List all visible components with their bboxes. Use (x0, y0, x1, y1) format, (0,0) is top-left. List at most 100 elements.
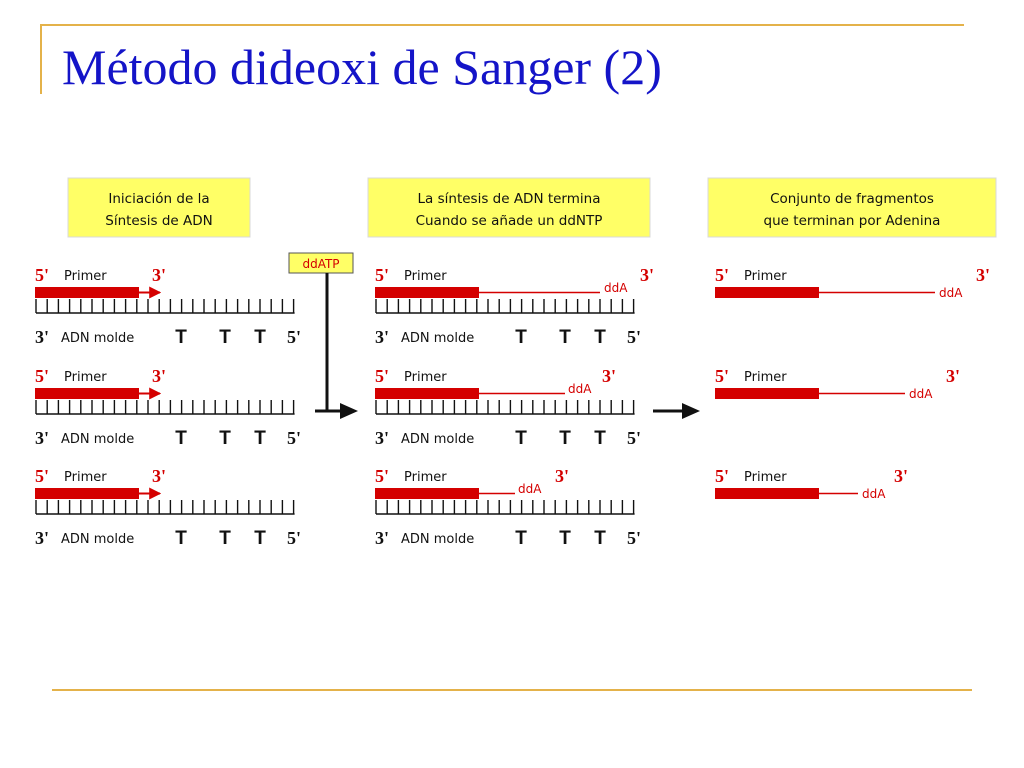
template-five-prime: 5' (627, 327, 641, 347)
primer-strand (375, 488, 479, 499)
template-three-prime: 3' (35, 327, 49, 347)
primer-label: Primer (744, 370, 787, 385)
primer-five-prime: 5' (375, 366, 389, 386)
ddatp-label: ddATP (302, 257, 339, 271)
primer-label: Primer (404, 370, 447, 385)
dda-label: ddA (909, 387, 933, 401)
template-three-prime: 3' (375, 327, 389, 347)
primer-five-prime: 5' (35, 366, 49, 386)
primer-three-prime: 3' (152, 466, 166, 486)
primer-label: Primer (64, 269, 107, 284)
primer-three-prime: 3' (976, 265, 990, 285)
primer-label: Primer (744, 470, 787, 485)
primer-five-prime: 5' (35, 466, 49, 486)
primer-strand (35, 287, 139, 298)
template-base-t: T (515, 327, 527, 348)
header-termination-line1: La síntesis de ADN termina (418, 191, 601, 207)
template-base-t: T (219, 327, 231, 348)
primer-strand (715, 287, 819, 298)
primer-three-prime: 3' (152, 265, 166, 285)
primer-three-prime: 3' (946, 366, 960, 386)
primer-three-prime: 3' (640, 265, 654, 285)
primer-three-prime: 3' (555, 466, 569, 486)
ddatp-arrow (315, 273, 358, 419)
header-initiation-line1: Iniciación de la (108, 191, 209, 207)
template-label: ADN molde (401, 331, 474, 346)
header-fragments-line1: Conjunto de fragmentos (770, 191, 934, 207)
header-initiation-line2: Síntesis de ADN (105, 213, 212, 229)
template-base-t: T (219, 528, 231, 549)
termination-row: 5' Primer 3' ddA 3' ADN molde T T T 5' (375, 366, 641, 449)
initiation-row: 5' Primer 3' 3' ADN molde T T T 5' (35, 466, 301, 549)
primer-strand (35, 488, 139, 499)
template-label: ADN molde (61, 331, 134, 346)
template-three-prime: 3' (35, 428, 49, 448)
dda-label: ddA (518, 482, 542, 496)
template-base-t: T (559, 428, 571, 449)
template-base-t: T (559, 528, 571, 549)
template-label: ADN molde (61, 432, 134, 447)
template-label: ADN molde (61, 532, 134, 547)
primer-three-prime: 3' (152, 366, 166, 386)
template-base-t: T (254, 528, 266, 549)
template-base-t: T (175, 428, 187, 449)
template-base-t: T (175, 528, 187, 549)
template-base-t: T (515, 528, 527, 549)
template-base-t: T (219, 428, 231, 449)
template-five-prime: 5' (627, 528, 641, 548)
template-five-prime: 5' (627, 428, 641, 448)
primer-five-prime: 5' (715, 466, 729, 486)
template-base-t: T (254, 327, 266, 348)
primer-five-prime: 5' (715, 366, 729, 386)
template-base-t: T (175, 327, 187, 348)
slide-frame-bottom (52, 689, 972, 691)
result-arrow (653, 403, 700, 419)
template-base-t: T (515, 428, 527, 449)
template-five-prime: 5' (287, 428, 301, 448)
slide-frame-left (40, 24, 42, 94)
primer-strand (715, 388, 819, 399)
template-base-t: T (559, 327, 571, 348)
dda-label: ddA (939, 286, 963, 300)
header-termination-line2: Cuando se añade un ddNTP (416, 213, 603, 229)
primer-label: Primer (404, 269, 447, 284)
primer-five-prime: 5' (375, 265, 389, 285)
template-base-t: T (594, 528, 606, 549)
primer-label: Primer (744, 269, 787, 284)
template-base-t: T (594, 428, 606, 449)
dda-label: ddA (568, 382, 592, 396)
primer-strand (715, 488, 819, 499)
header-box-fragments: Conjunto de fragmentos que terminan por … (707, 177, 997, 238)
ddatp-label-box: ddATP (288, 252, 354, 274)
template-base-t: T (594, 327, 606, 348)
template-three-prime: 3' (35, 528, 49, 548)
primer-strand (35, 388, 139, 399)
primer-five-prime: 5' (375, 466, 389, 486)
termination-row: 5' Primer 3' ddA 3' ADN molde T T T 5' (375, 265, 654, 348)
fragment-row: 5' Primer 3' ddA (715, 466, 908, 501)
template-three-prime: 3' (375, 428, 389, 448)
header-box-initiation: Iniciación de la Síntesis de ADN (67, 177, 251, 238)
dda-label: ddA (604, 281, 628, 295)
fragment-row: 5' Primer 3' ddA (715, 366, 960, 401)
template-five-prime: 5' (287, 528, 301, 548)
template-base-t: T (254, 428, 266, 449)
template-label: ADN molde (401, 432, 474, 447)
template-five-prime: 5' (287, 327, 301, 347)
primer-three-prime: 3' (602, 366, 616, 386)
primer-label: Primer (64, 470, 107, 485)
slide-title: Método dideoxi de Sanger (2) (62, 39, 662, 95)
slide-frame-top (40, 24, 964, 26)
template-three-prime: 3' (375, 528, 389, 548)
primer-three-prime: 3' (894, 466, 908, 486)
primer-strand (375, 287, 479, 298)
primer-label: Primer (64, 370, 107, 385)
dda-label: ddA (862, 487, 886, 501)
header-box-termination: La síntesis de ADN termina Cuando se aña… (367, 177, 651, 238)
header-fragments-line2: que terminan por Adenina (764, 213, 941, 229)
primer-label: Primer (404, 470, 447, 485)
